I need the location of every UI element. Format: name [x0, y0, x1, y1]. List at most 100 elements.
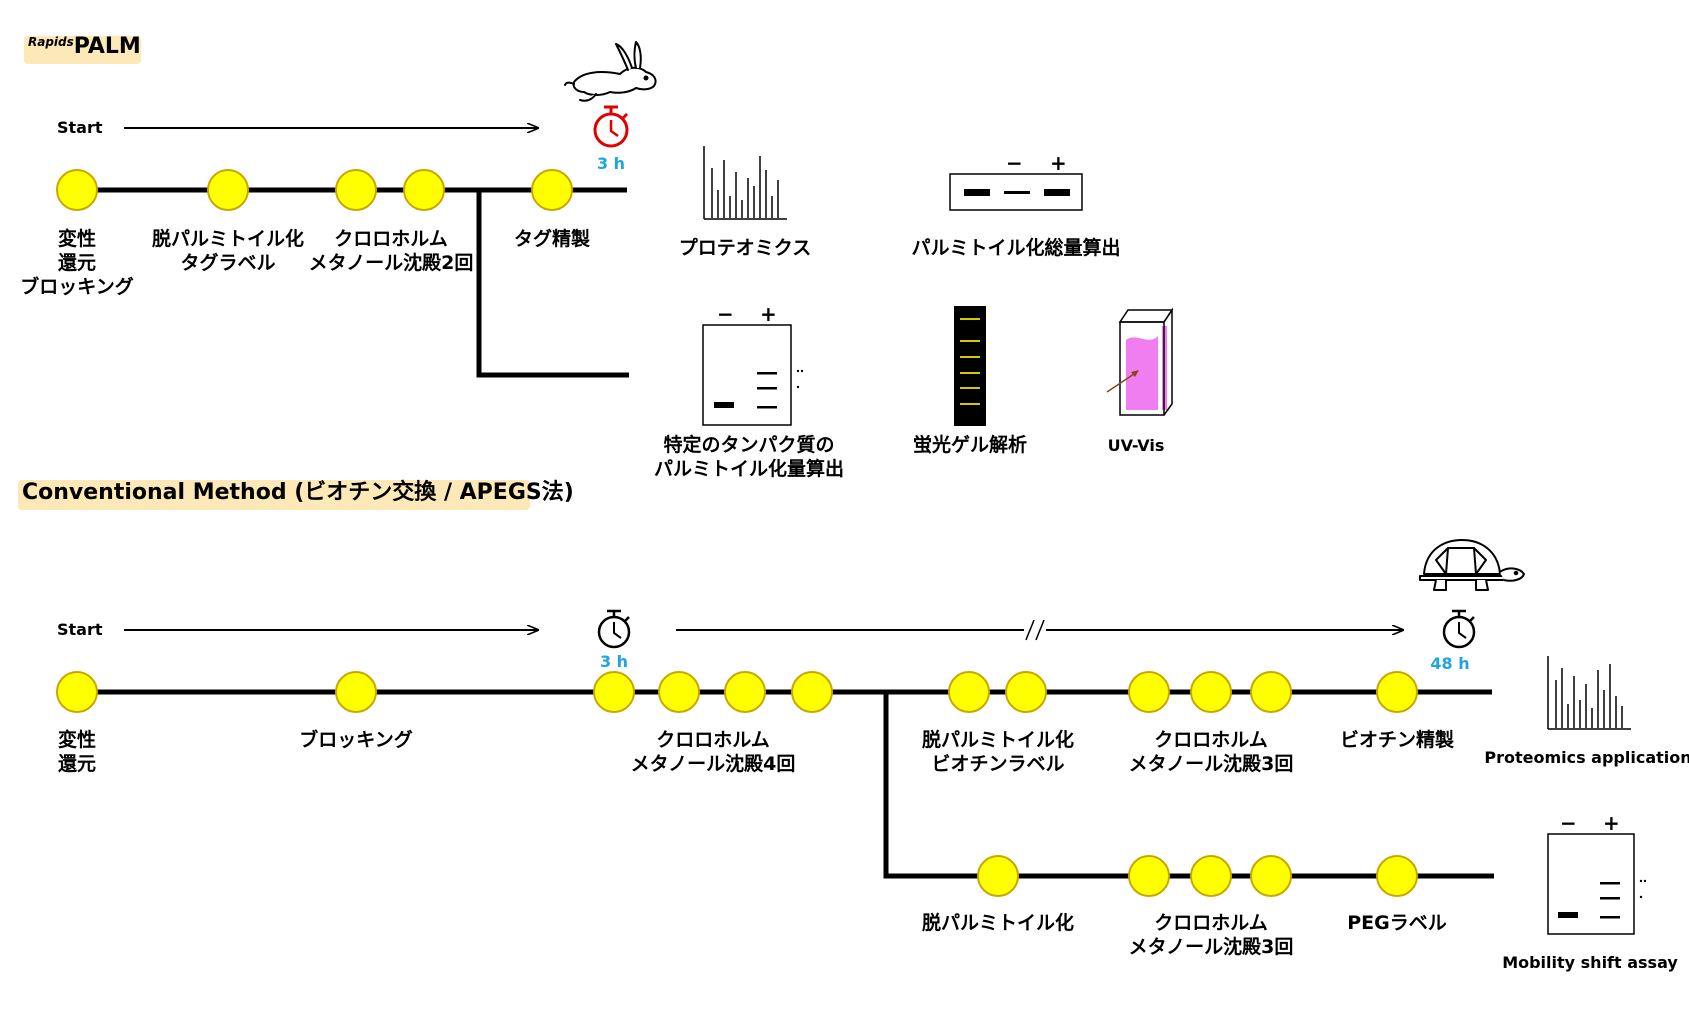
rapid-step-4-line-1: タグ精製	[513, 228, 591, 250]
conv-step-3-line-1: クロロホルム	[656, 729, 770, 751]
rabbit-icon	[564, 41, 657, 102]
stopwatch-icon	[1442, 609, 1476, 649]
rapid-time-label: 3 h	[596, 154, 626, 173]
conv-node-10	[1190, 671, 1232, 713]
conv-step-1: 変性 還元	[58, 728, 96, 776]
rapid-node-4	[403, 169, 445, 211]
rapid-step-3-line-2: メタノール沈殿2回	[308, 252, 474, 274]
rapid-app-specific: 特定のタンパク質の パルミトイル化量算出	[654, 433, 844, 481]
rapid-app-fluorescent: 蛍光ゲル解析	[912, 434, 1028, 456]
cuvette-icon	[1106, 307, 1174, 416]
rapid-step-1: 変性 還元 ブロッキング	[20, 227, 133, 299]
rapid-start-label: Start	[57, 118, 103, 137]
conv-step-1-line-2: 還元	[57, 753, 97, 775]
conv-step-4: 脱パルミトイル化 ビオチンラベル	[922, 728, 1074, 776]
rapid-title-super: Rapids	[28, 35, 74, 49]
conv-node-4	[658, 671, 700, 713]
conv-node-11	[1250, 671, 1292, 713]
rapid-step-2-line-2: タグラベル	[180, 252, 276, 274]
rapid-specific-gel-plus: +	[760, 302, 777, 326]
rapid-step-3: クロロホルム メタノール沈殿2回	[309, 227, 474, 275]
conv-node-7	[948, 671, 990, 713]
conv-step-6: ビオチン精製	[1340, 728, 1454, 752]
rapid-step-3-line-1: クロロホルム	[334, 228, 448, 250]
conv-start-label: Start	[57, 620, 103, 639]
rapid-title-main: PALM	[73, 34, 141, 59]
conv-time-1: 3 h	[599, 652, 629, 671]
conventional-title: Conventional Method (ビオチン交換 / APEGS法)	[22, 480, 574, 505]
conv-step-5-line-2: メタノール沈殿3回	[1128, 753, 1294, 775]
conv-node-6	[791, 671, 833, 713]
conv-step-2: ブロッキング	[299, 728, 412, 752]
rapid-node-1	[56, 169, 98, 211]
conv-node-13	[977, 855, 1019, 897]
conv-step-4-line-2: ビオチンラベル	[931, 753, 1065, 775]
conv-step-4-line-1: 脱パルミトイル化	[921, 729, 1075, 751]
conv-node-16	[1250, 855, 1292, 897]
rapid-step-1-line-2: 還元	[57, 252, 96, 274]
conv-node-3	[593, 671, 635, 713]
conv-step-5: クロロホルム メタノール沈殿3回	[1129, 728, 1294, 776]
rapid-gel-minus: −	[1006, 151, 1023, 175]
conv-bottom-step-2-line-1: クロロホルム	[1154, 912, 1268, 934]
rapid-app-total: パルミトイル化総量算出	[911, 237, 1121, 259]
rapid-step-2: 脱パルミトイル化 タグラベル	[152, 227, 304, 275]
gel-icon	[702, 324, 804, 426]
axis-break-icon	[1025, 619, 1045, 641]
gel-icon	[949, 173, 1083, 211]
rapid-step-1-line-1: 変性	[57, 228, 96, 250]
conv-gel-plus: +	[1603, 811, 1620, 835]
conv-bottom-step-2: クロロホルム メタノール沈殿3回	[1129, 911, 1294, 959]
rapid-node-2	[207, 169, 249, 211]
conv-app-mobility: Mobility shift assay	[1502, 953, 1678, 972]
rapid-app-specific-line-1: 特定のタンパク質の	[663, 434, 835, 456]
conv-node-9	[1128, 671, 1170, 713]
rapid-specific-gel-minus: −	[717, 302, 734, 326]
rapid-step-2-line-1: 脱パルミトイル化	[151, 228, 305, 250]
stopwatch-icon	[593, 105, 629, 148]
conv-node-17	[1376, 855, 1418, 897]
conv-time-2: 48 h	[1430, 654, 1470, 673]
rapid-node-5	[531, 169, 573, 211]
conv-node-1	[56, 671, 98, 713]
rapid-title: RapidsPALM	[28, 34, 141, 59]
rapid-branch-line	[476, 190, 629, 378]
conv-step-3-line-2: メタノール沈殿4回	[630, 753, 796, 775]
bar-spectrum-icon	[703, 146, 787, 220]
rapid-node-3	[335, 169, 377, 211]
conv-node-12	[1376, 671, 1418, 713]
conv-node-2	[335, 671, 377, 713]
conv-bottom-step-1-line-1: 脱パルミトイル化	[921, 912, 1075, 934]
rapid-gel-plus: +	[1050, 151, 1067, 175]
fluorescent-gel-icon	[954, 306, 986, 426]
rapid-step-1-line-3: ブロッキング	[20, 276, 134, 298]
conv-bottom-step-3-line-1: PEGラベル	[1347, 912, 1447, 934]
conv-nodes	[56, 671, 1418, 897]
rapid-nodes	[56, 169, 573, 211]
conv-step-6-line-1: ビオチン精製	[1339, 729, 1455, 751]
conv-app-proteomics: Proteomics application	[1484, 748, 1689, 767]
conv-node-15	[1190, 855, 1232, 897]
rapid-app-specific-line-2: パルミトイル化量算出	[653, 458, 845, 480]
bar-spectrum-icon	[1547, 656, 1631, 730]
conv-step-2-line-1: ブロッキング	[299, 729, 413, 751]
conv-step-3: クロロホルム メタノール沈殿4回	[631, 728, 796, 776]
rapid-step-4: タグ精製	[514, 227, 590, 251]
conv-step-1-line-1: 変性	[57, 729, 97, 751]
stopwatch-icon	[597, 609, 631, 649]
rapid-app-proteomics: プロテオミクス	[678, 237, 812, 259]
gel-icon	[1547, 833, 1647, 935]
turtle-icon	[1419, 539, 1525, 591]
conv-node-14	[1128, 855, 1170, 897]
conv-bottom-step-3: PEGラベル	[1347, 911, 1447, 935]
conv-node-8	[1005, 671, 1047, 713]
conv-branch-line	[883, 692, 1494, 879]
rapid-title-highlight	[24, 36, 141, 64]
conventional-title-highlight	[18, 480, 530, 510]
conv-gel-minus: −	[1560, 811, 1577, 835]
conv-step-5-line-1: クロロホルム	[1154, 729, 1268, 751]
rapid-app-uvvis: UV-Vis	[1107, 436, 1165, 455]
conv-bottom-step-2-line-2: メタノール沈殿3回	[1128, 936, 1294, 958]
conv-node-5	[724, 671, 766, 713]
